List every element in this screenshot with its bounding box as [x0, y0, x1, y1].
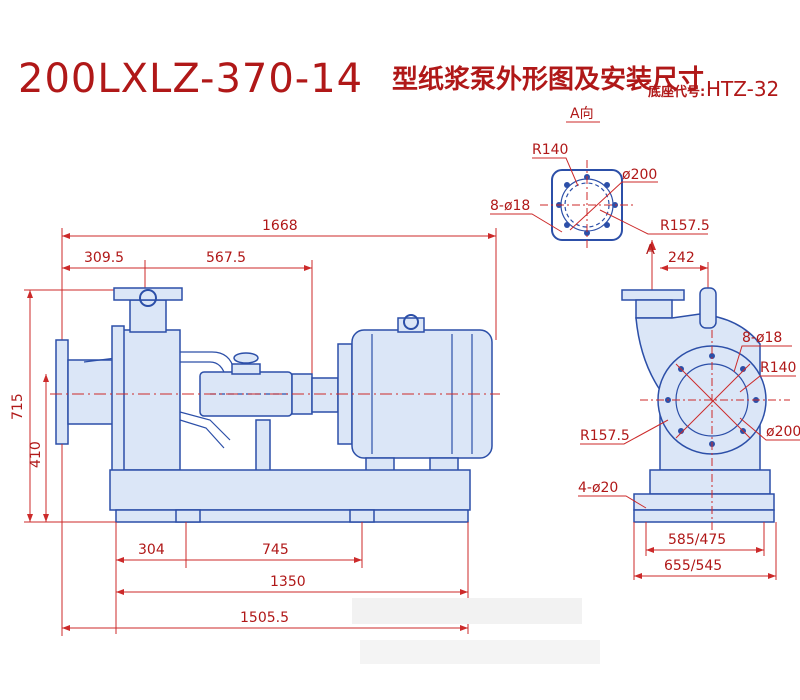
- dim-suction-offset: 309.5: [84, 250, 124, 266]
- dim-height-center: 410: [28, 441, 44, 468]
- base-code: HTZ-32: [706, 77, 779, 101]
- leader-anchor-holes: [578, 495, 647, 509]
- side-base-outer: 655/545: [664, 558, 722, 574]
- view-a-label: A向: [570, 106, 594, 122]
- side-diag-2: [675, 363, 751, 439]
- faint-watermark-2: [360, 640, 600, 664]
- model-number: 200LXLZ-370-14: [18, 56, 363, 102]
- side-d200: ø200: [766, 424, 800, 440]
- leader-side-r140: [739, 375, 796, 393]
- dim-overall-length: 1668: [262, 218, 298, 234]
- dim-side-offset: 242: [668, 250, 695, 266]
- leader-r157: [599, 209, 708, 235]
- drawing-description: 型纸浆泵外形图及安装尺寸: [392, 64, 704, 95]
- view-arrow-label: A: [646, 243, 655, 258]
- base-code-label: 底座代号:: [648, 84, 705, 100]
- side-holes: 8-ø18: [742, 330, 782, 346]
- dim-discharge-offset: 567.5: [206, 250, 246, 266]
- dim-total-base-length: 1505.5: [240, 610, 289, 626]
- dim-foot-spacing: 745: [262, 542, 289, 558]
- side-r140: R140: [760, 360, 796, 376]
- base-frame: [109, 469, 471, 523]
- side-r157: R157.5: [580, 428, 630, 444]
- pump-casing: [111, 287, 235, 475]
- motor: [337, 314, 493, 481]
- dim-foot-first: 304: [138, 542, 165, 558]
- leader-side-r157: [580, 419, 669, 445]
- flange-a-r157: R157.5: [660, 218, 710, 234]
- view-arrow-head: [648, 240, 656, 250]
- leader-side-d200: [739, 417, 800, 441]
- side-base-inner: 585/475: [668, 532, 726, 548]
- bearing-housing: [199, 352, 293, 477]
- leader-8-d18: [490, 213, 563, 233]
- flange-a-r140: R140: [532, 142, 568, 158]
- flange-a-holes: 8-ø18: [490, 198, 530, 214]
- side-view-casing: [621, 287, 775, 523]
- dim-base-length: 1350: [270, 574, 306, 590]
- leader-side-holes: [733, 345, 792, 373]
- flange-a-d200: ø200: [622, 167, 657, 183]
- faint-watermark-1: [352, 598, 582, 624]
- leader-r140: [532, 157, 579, 187]
- dim-height-total: 715: [10, 393, 26, 420]
- suction-nozzle: [55, 339, 121, 445]
- leader-d200: [569, 181, 658, 231]
- anchor-holes: 4-ø20: [578, 480, 618, 496]
